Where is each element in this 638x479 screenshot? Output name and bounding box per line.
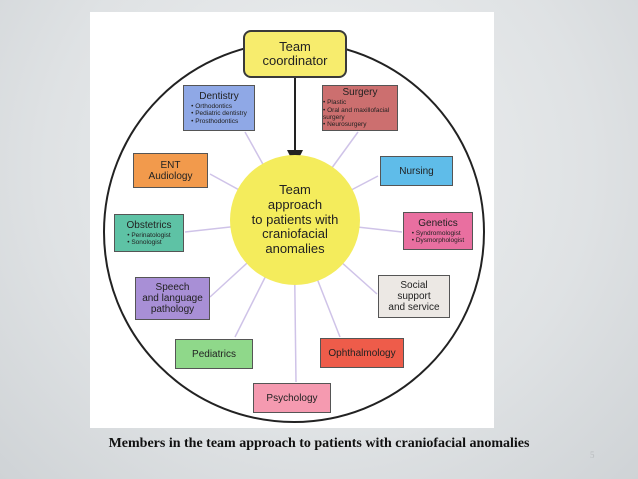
team-coordinator-box: Team coordinator (243, 30, 347, 78)
obstetrics-box: Obstetrics PerinatologistSonologist (114, 214, 184, 252)
list-item: Prosthodontics (191, 118, 247, 125)
hub-line: Team (279, 181, 311, 197)
ophthalmology-title: Ophthalmology (328, 347, 396, 359)
speech-title: pathology (150, 304, 195, 315)
list-item: Sonologist (127, 239, 170, 246)
slide-caption: Members in the team approach to patients… (108, 436, 530, 451)
page-number: 5 (590, 450, 595, 460)
pediatrics-title: Pediatrics (192, 348, 236, 360)
genetics-title: Genetics (418, 217, 458, 229)
nursing-box: Nursing (380, 156, 453, 186)
list-item: Oral and maxillofacial surgery (323, 107, 397, 122)
speech-box: Speech and language pathology (135, 277, 210, 320)
list-item: Syndromologist (412, 230, 465, 237)
genetics-list: SyndromologistDysmorphologist (412, 230, 465, 245)
social-title: support (397, 291, 431, 302)
ent-box: ENT Audiology (133, 153, 208, 188)
diagram-panel: Team approach to patients with craniofac… (90, 12, 494, 428)
coordinator-line: Team (279, 38, 311, 54)
list-item: Neurosurgery (323, 121, 397, 128)
team-approach-hub: Team approach to patients with craniofac… (230, 155, 360, 285)
ent-title: ENT (160, 159, 181, 171)
nursing-title: Nursing (399, 165, 434, 177)
social-title: and service (388, 302, 440, 313)
social-title: Social (400, 280, 428, 291)
list-item: Dysmorphologist (412, 237, 464, 244)
hub-line: approach (267, 196, 323, 212)
psychology-box: Psychology (253, 383, 331, 413)
speech-title: Speech (155, 282, 190, 293)
genetics-box: Genetics SyndromologistDysmorphologist (403, 212, 473, 250)
surgery-box: Surgery PlasticOral and maxillofacial su… (322, 85, 398, 131)
ophthalmology-box: Ophthalmology (320, 338, 404, 368)
social-box: Social support and service (378, 275, 450, 318)
hub-line: craniofacial (262, 226, 328, 242)
list-item: Orthodontics (191, 103, 247, 110)
coordinator-line: coordinator (262, 53, 328, 68)
dentistry-list: OrthodonticsPediatric dentistryProsthodo… (191, 103, 247, 125)
hub-line: anomalies (265, 241, 325, 257)
list-item: Pediatric dentistry (191, 110, 247, 117)
surgery-title: Surgery (342, 87, 378, 99)
obstetrics-title: Obstetrics (126, 219, 172, 231)
audiology-title: Audiology (148, 170, 193, 182)
speech-title: and language (142, 293, 203, 304)
dentistry-box: Dentistry OrthodonticsPediatric dentistr… (183, 85, 255, 131)
psychology-title: Psychology (266, 392, 318, 404)
obstetrics-list: PerinatologistSonologist (127, 232, 170, 247)
hub-line: to patients with (251, 211, 339, 227)
surgery-list: PlasticOral and maxillofacial surgeryNeu… (323, 99, 397, 129)
list-item: Perinatologist (127, 232, 170, 239)
dentistry-title: Dentistry (199, 90, 239, 102)
list-item: Plastic (323, 99, 397, 106)
pediatrics-box: Pediatrics (175, 339, 253, 369)
